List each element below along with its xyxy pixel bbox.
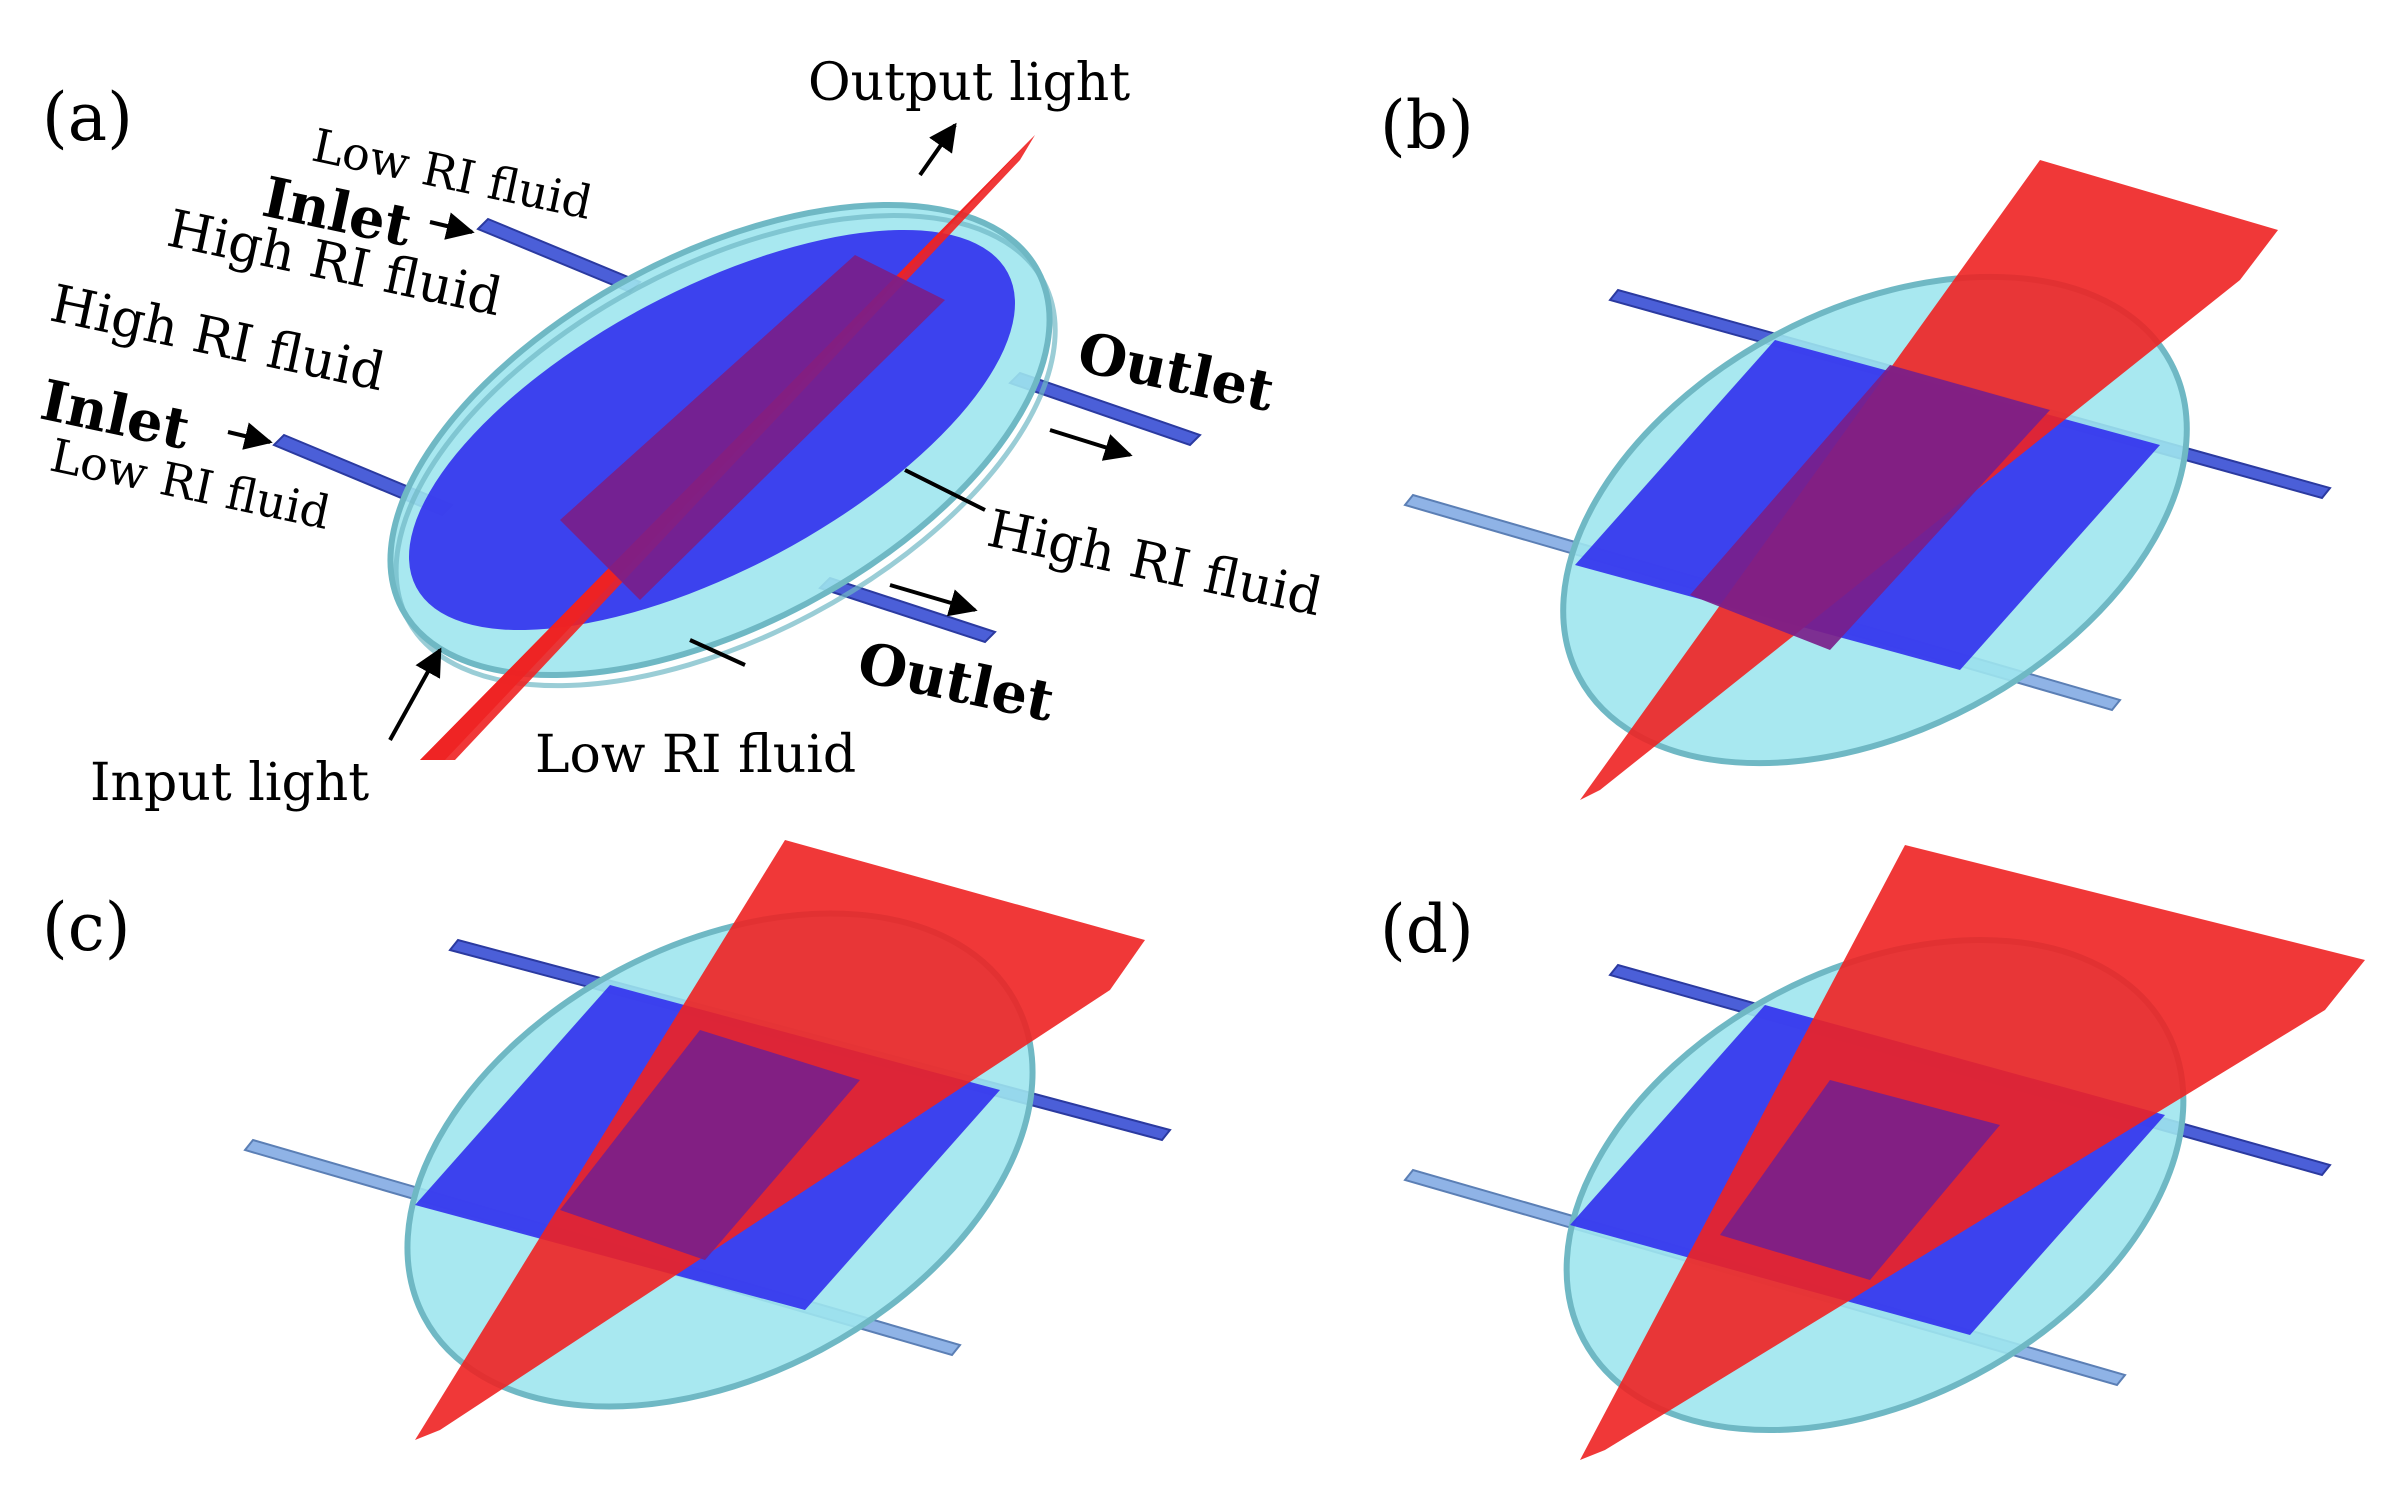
annotation-arrows (227, 122, 1133, 741)
arrow-output-light (918, 122, 957, 177)
panel-a (272, 135, 1202, 760)
label-high-ri-right: High RI fluid (982, 499, 1327, 628)
panel-c (243, 840, 1172, 1440)
pointer-low-ri-bottom (689, 638, 746, 667)
light-overlap (560, 255, 945, 600)
arrow-outlet-bottom (889, 583, 978, 617)
arrow-inlet-bottom (227, 422, 273, 450)
panel-label-a: (a) (42, 79, 133, 156)
light-overlap-d (1720, 1080, 2000, 1280)
light-overlap-b (1690, 365, 2050, 650)
arrow-input-light (388, 647, 442, 741)
light-overlap-c (560, 1030, 860, 1260)
label-low-ri-bottom: Low RI fluid (535, 725, 856, 785)
panel-label-c: (c) (42, 889, 130, 966)
panel-labels: (a) (b) (c) (d) (42, 79, 1474, 968)
label-outlet-bottom: Outlet (852, 629, 1060, 735)
pointer-high-ri-right (904, 468, 986, 512)
arrow-inlet-top (429, 212, 475, 240)
label-input-light: Input light (90, 753, 369, 813)
panel-label-d: (d) (1380, 891, 1474, 968)
panel-label-b: (b) (1380, 87, 1474, 164)
label-output-light: Output light (808, 53, 1130, 113)
panel-d (1403, 845, 2365, 1460)
panel-b (1403, 160, 2332, 800)
arrow-outlet-right (1049, 428, 1133, 461)
